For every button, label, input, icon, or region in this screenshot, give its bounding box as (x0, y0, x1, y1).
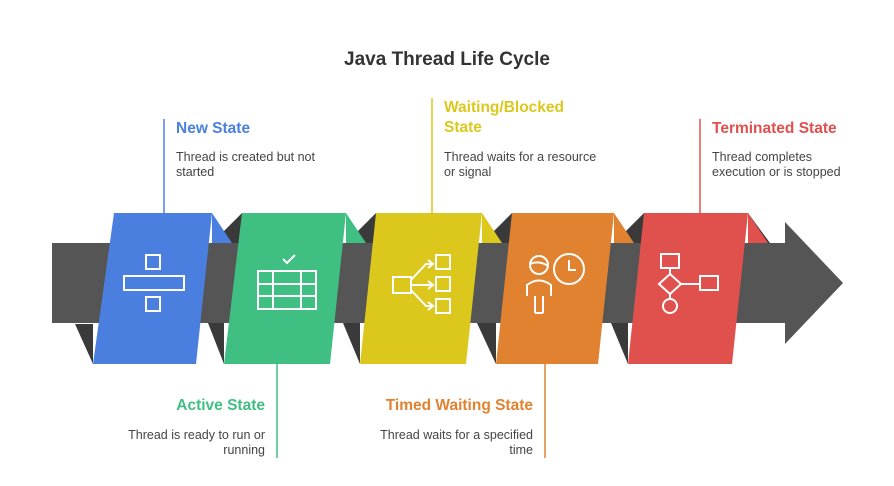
fold (75, 324, 93, 364)
fold-tip (482, 213, 502, 243)
waiting-state-label-line1: Waiting/Blocked (444, 99, 564, 116)
active-state-description: Thread is ready to run or running (65, 428, 265, 458)
active-state-description-line2: running (223, 443, 265, 457)
table-check-icon (257, 254, 317, 310)
new-state-panel (93, 213, 212, 364)
terminated-state-description: Thread completes execution or is stopped (712, 150, 882, 180)
fold (477, 323, 496, 364)
fold-tip (614, 213, 634, 243)
timed-state-description-line1: Thread waits for a specified (380, 428, 533, 442)
terminated-state-panel (628, 213, 748, 364)
waiting-state-description-line1: Thread waits for a resource (444, 150, 597, 164)
fold-tip (748, 213, 768, 243)
terminated-state-description-line2: execution or is stopped (712, 165, 841, 179)
fold (208, 323, 224, 364)
active-state-panel (224, 213, 346, 364)
fold-tip (346, 213, 366, 243)
division-icon (123, 254, 185, 312)
timed-state-description-line2: time (509, 443, 533, 457)
timed-state-panel (496, 213, 614, 364)
active-state-description-line1: Thread is ready to run or (128, 428, 265, 442)
terminated-state-description-line1: Thread completes (712, 150, 813, 164)
timed-state-label: Timed Waiting State (385, 397, 533, 414)
waiting-state-label: Waiting/Blocked State (444, 98, 564, 138)
waiting-state-description-line2: or signal (444, 165, 492, 179)
timed-state-description: Thread waits for a specified time (313, 428, 533, 458)
terminated-state-label: Terminated State (712, 120, 837, 137)
new-state-description-line2: started (176, 165, 215, 179)
new-state-description-line1: Thread is created but not (176, 150, 315, 164)
page-title: Java Thread Life Cycle (344, 49, 550, 70)
waiting-state-description: Thread waits for a resource or signal (444, 150, 644, 180)
fold (611, 323, 628, 364)
person-clock-icon (526, 253, 585, 314)
new-state-label: New State (176, 120, 251, 137)
branching-icon (392, 254, 451, 314)
flowchart-icon (657, 253, 719, 314)
waiting-state-label-line2: State (444, 119, 482, 136)
fold-tip (212, 213, 232, 243)
waiting-state-panel (360, 213, 482, 364)
active-state-label: Active State (176, 397, 265, 414)
new-state-description: Thread is created but not started (176, 150, 376, 180)
fold (343, 323, 360, 364)
